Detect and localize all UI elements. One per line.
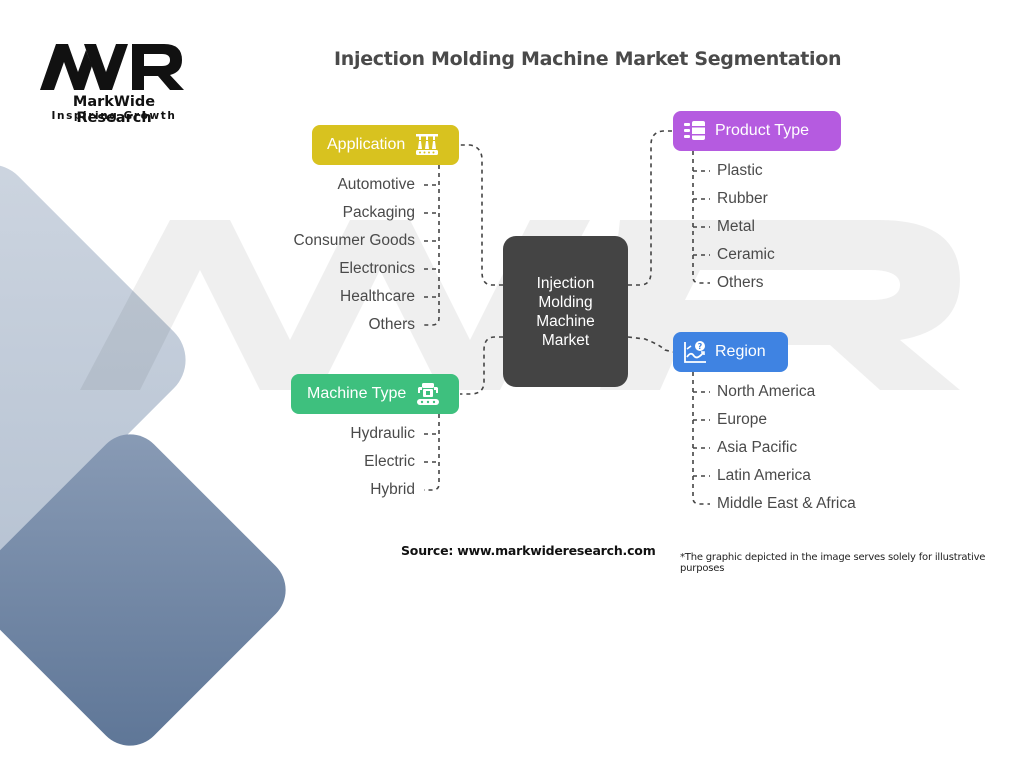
hub-node: Injection Molding Machine Market bbox=[503, 236, 628, 387]
region-spine bbox=[692, 372, 710, 505]
application-spine bbox=[424, 165, 440, 326]
hub-label: Injection Molding Machine Market bbox=[536, 274, 595, 349]
chart-question-icon: ? bbox=[681, 338, 709, 366]
connector-hub-machine-type bbox=[460, 336, 503, 395]
machine-type-spine bbox=[424, 414, 440, 491]
source-credit: Source: www.markwideresearch.com bbox=[401, 543, 656, 558]
application-item-others: Others bbox=[368, 316, 415, 333]
machine-type-item-hybrid: Hybrid bbox=[370, 481, 415, 498]
production-line-icon bbox=[413, 131, 441, 159]
application-item-electronics: Electronics bbox=[339, 260, 415, 277]
region-item-middle-east-africa: Middle East & Africa bbox=[717, 495, 856, 512]
product-type-ticks bbox=[693, 170, 710, 256]
category-machine-type: Machine Type bbox=[291, 374, 459, 414]
robot-conveyor-icon bbox=[414, 380, 442, 408]
connector-hub-product-type bbox=[628, 130, 673, 286]
category-region-label: Region bbox=[715, 343, 766, 360]
region-item-latin-america: Latin America bbox=[717, 467, 811, 484]
product-type-item-rubber: Rubber bbox=[717, 190, 768, 207]
application-item-packaging: Packaging bbox=[342, 204, 415, 221]
stacked-layers-icon bbox=[681, 117, 709, 145]
brand-tagline: Inspiring Growth bbox=[51, 110, 177, 122]
disclaimer-note: *The graphic depicted in the image serve… bbox=[680, 552, 986, 574]
brand-logo: MarkWide Research Inspiring Growth bbox=[34, 38, 194, 126]
application-item-healthcare: Healthcare bbox=[340, 288, 415, 305]
region-item-asia-pacific: Asia Pacific bbox=[717, 439, 798, 456]
category-machine-type-label: Machine Type bbox=[307, 385, 407, 402]
svg-text:?: ? bbox=[698, 342, 703, 351]
region-ticks bbox=[693, 391, 710, 477]
machine-type-item-electric: Electric bbox=[364, 453, 415, 470]
brand-name: MarkWide Research bbox=[72, 94, 156, 126]
category-product-type: Product Type bbox=[673, 111, 841, 151]
page-title: Injection Molding Machine Market Segment… bbox=[334, 48, 842, 70]
machine-type-item-hydraulic: Hydraulic bbox=[350, 425, 415, 442]
application-item-automotive: Automotive bbox=[337, 176, 415, 193]
product-type-spine bbox=[692, 151, 710, 284]
product-type-item-others: Others bbox=[717, 274, 764, 291]
connector-hub-region bbox=[627, 336, 674, 353]
connector-hub-application bbox=[460, 144, 503, 286]
product-type-item-plastic: Plastic bbox=[717, 162, 763, 179]
application-item-consumer-goods: Consumer Goods bbox=[293, 232, 415, 249]
region-item-europe: Europe bbox=[717, 411, 767, 428]
product-type-item-metal: Metal bbox=[717, 218, 755, 235]
mwr-logo-icon bbox=[40, 44, 184, 90]
category-application: Application bbox=[312, 125, 459, 165]
category-region: ? Region bbox=[673, 332, 788, 372]
region-item-north-america: North America bbox=[717, 383, 816, 400]
category-product-type-label: Product Type bbox=[715, 122, 809, 139]
machine-type-ticks bbox=[424, 433, 439, 463]
product-type-item-ceramic: Ceramic bbox=[717, 246, 775, 263]
category-application-label: Application bbox=[327, 136, 406, 153]
application-ticks bbox=[424, 184, 439, 298]
